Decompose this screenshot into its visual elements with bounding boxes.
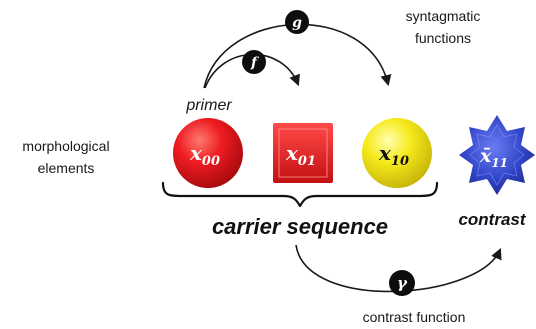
primer-label: primer [185,97,232,114]
svg-text:x̄11: x̄11 [479,145,508,170]
svg-text:x01: x01 [285,141,316,169]
carrier-sequence-label: carrier sequence [212,214,388,239]
function-node-f: f [242,50,266,74]
morphological-label-line1: morphological [22,138,109,154]
element-x01: x01 [273,123,333,183]
function-node-gamma: γ [389,270,415,296]
syntagmatic-label-line2: functions [415,30,471,46]
function-node-g: g [285,10,309,34]
carrier-brace [161,181,439,208]
svg-text:f: f [250,55,260,71]
morphological-label-line2: elements [38,160,95,176]
svg-text:g: g [292,15,302,31]
element-x11: x̄11 [459,115,535,195]
element-x10: x10 [362,118,432,188]
element-x00: x00 [173,118,243,188]
contrast-function-label: contrast function [363,309,466,325]
svg-text:x00: x00 [189,141,220,169]
syntagmatic-label-line1: syntagmatic [406,8,481,24]
svg-text:γ: γ [397,274,408,292]
svg-text:x10: x10 [378,141,409,169]
contrast-label: contrast [458,210,526,229]
